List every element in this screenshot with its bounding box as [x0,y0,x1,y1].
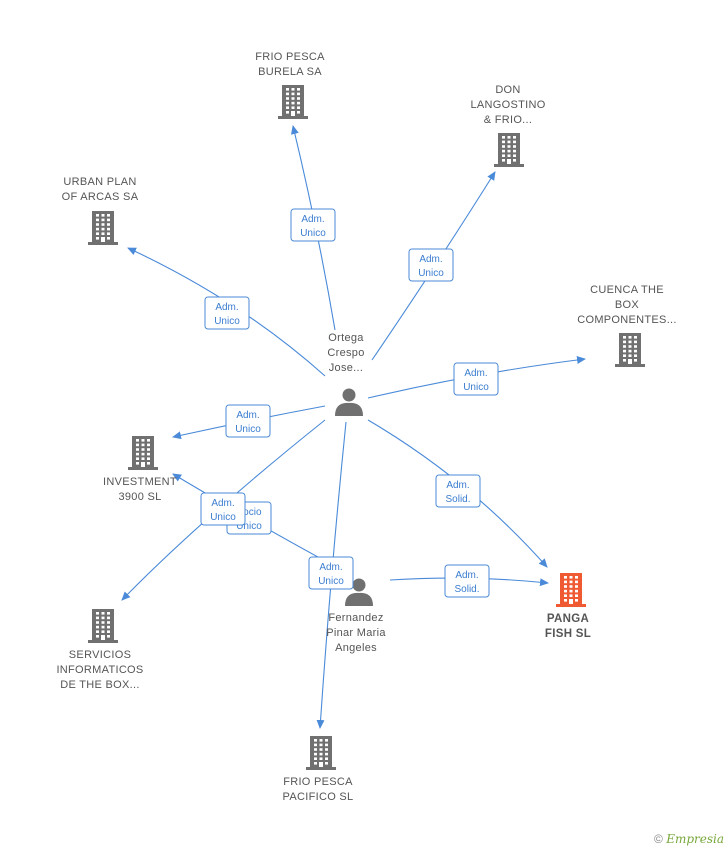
relation-label-line: Unico [318,576,344,587]
building-icon [88,609,118,643]
company-node-don-langostino[interactable]: DON LANGOSTINO & FRIO... [470,84,545,167]
relation-badge-box [453,362,499,396]
relation-badge-box [225,404,271,438]
relation-label-line: Unico [463,382,489,393]
company-node-investment[interactable]: INVESTMENT 3900 SL [103,436,177,503]
relation-badge[interactable]: Adm. Unico [308,556,354,590]
node-label-line: URBAN PLAN [63,176,136,188]
relation-badge[interactable]: Adm. Unico [200,492,246,526]
person-icon [345,578,373,606]
node-label-line: PANGA [547,613,589,625]
relation-label-line: Unico [235,424,261,435]
building-icon [128,436,158,470]
company-node-urban-plan[interactable]: URBAN PLAN OF ARCAS SA [62,176,139,245]
node-label-line: FRIO PESCA [283,776,353,788]
node-label-line: PACIFICO SL [283,791,354,803]
node-label-line: 3900 SL [118,491,161,503]
relation-label-line: Adm. [464,368,487,379]
node-label-line: DON [495,84,520,96]
relation-label-line: Adm. [236,410,259,421]
node-label-line: SERVICIOS [69,649,131,661]
relation-badge-box [290,208,336,242]
company-node-panga[interactable]: PANGA FISH SL [545,573,591,640]
relation-badge[interactable]: Adm. Unico [290,208,336,242]
relation-label-line: Adm. [211,498,234,509]
relation-label-line: Adm. [455,570,478,581]
relation-label-line: Adm. [419,254,442,265]
relation-label-line: Unico [236,521,262,532]
relation-label-line: Unico [300,228,326,239]
relation-label-line: Socio [236,507,261,518]
person-icon [335,388,363,416]
node-label-line: Jose... [329,362,364,374]
relation-label-line: Adm. [319,562,342,573]
node-label-line: FRIO PESCA [255,51,325,63]
node-label-line: FISH SL [545,628,591,640]
relation-badge-box [200,492,246,526]
relation-badge[interactable]: Adm. Unico [453,362,499,396]
brand-name: Empresia [666,832,724,846]
relation-label-line: Adm. [301,214,324,225]
relation-badge[interactable]: Adm. Solid. [435,474,481,508]
relation-label-line: Adm. [446,480,469,491]
node-label-line: Fernandez [328,612,383,624]
relation-badge-box [408,248,454,282]
relation-badge[interactable]: Adm. Unico [225,404,271,438]
building-icon [306,736,336,770]
relation-label-line: Solid. [454,584,479,595]
company-node-servicios[interactable]: SERVICIOS INFORMATICOS DE THE BOX... [56,609,143,691]
building-icon [88,211,118,245]
node-label-line: Ortega [328,332,364,344]
building-icon [494,133,524,167]
copyright-symbol: © [654,832,663,846]
relation-badge-box [308,556,354,590]
relation-label-line: Unico [210,512,236,523]
node-label-line: OF ARCAS SA [62,191,139,203]
node-label-line: & FRIO... [484,114,533,126]
building-icon [615,333,645,367]
node-label-line: DE THE BOX... [60,679,140,691]
relation-label-line: Unico [418,268,444,279]
relation-badge[interactable]: Adm. Solid. [444,564,490,598]
node-label-line: BOX [615,299,639,311]
node-label-line: Crespo [327,347,364,359]
company-node-frio-burela[interactable]: FRIO PESCA BURELA SA [255,51,325,119]
relation-badge-box [444,564,490,598]
relation-badge-box [435,474,481,508]
relation-label-line: Solid. [445,494,470,505]
company-node-frio-pacifico[interactable]: FRIO PESCA PACIFICO SL [283,736,354,803]
company-node-cuenca[interactable]: CUENCA THE BOX COMPONENTES... [577,284,677,367]
relation-label-line: Unico [214,316,240,327]
node-label-line: BURELA SA [258,66,322,78]
node-label-line: LANGOSTINO [470,99,545,111]
footer-brand[interactable]: © Empresia [654,832,724,846]
node-label-line: COMPONENTES... [577,314,677,326]
person-node-ortega[interactable]: OrtegaCrespoJose... [327,332,364,416]
building-icon [556,573,586,607]
relation-badge[interactable]: Adm. Unico [408,248,454,282]
node-label-line: INFORMATICOS [56,664,143,676]
relation-label-line: Adm. [215,302,238,313]
node-label-line: Angeles [335,642,377,654]
node-label-line: INVESTMENT [103,476,177,488]
relation-badge[interactable]: Adm. Unico [204,296,250,330]
building-icon [278,85,308,119]
node-label-line: CUENCA THE [590,284,664,296]
relation-badge-box [204,296,250,330]
node-label-line: Pinar Maria [326,627,386,639]
